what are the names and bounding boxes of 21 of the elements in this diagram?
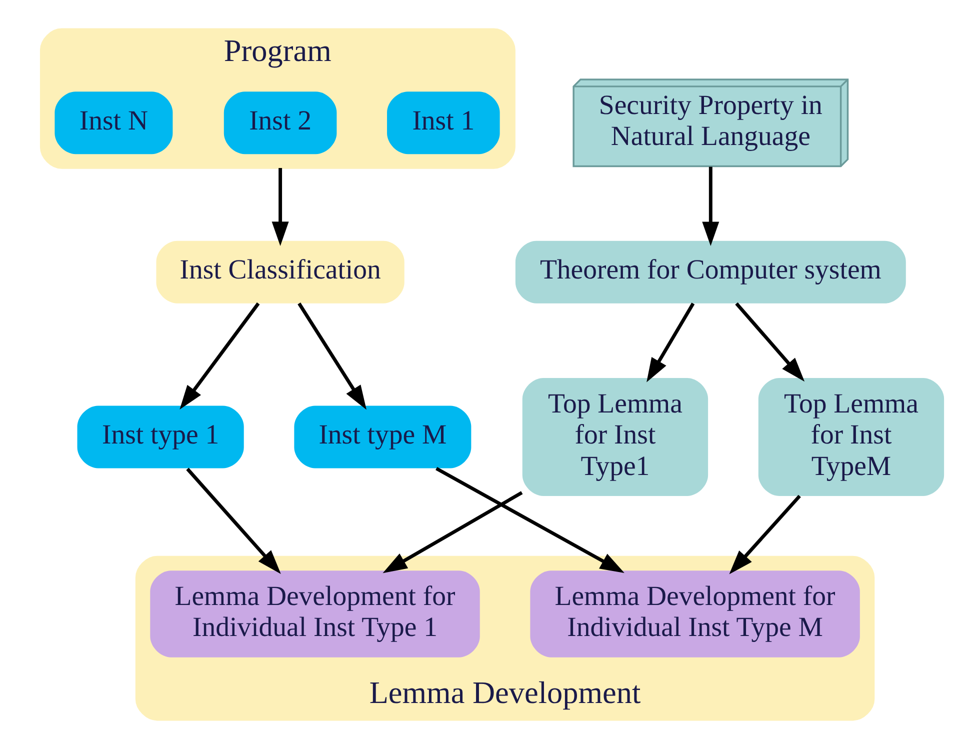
node-box: Inst 1: [386, 92, 500, 154]
node-box: Lemma Development for Individual Inst Type 1: [150, 570, 480, 658]
node-box: Inst 2: [223, 92, 336, 154]
node-box: Top Lemma for Inst Type1: [522, 378, 708, 496]
arrow: [297, 302, 366, 410]
node-box: Inst Classification: [156, 240, 404, 304]
node-box: Inst N: [54, 92, 172, 154]
node-box: Top Lemma for Inst TypeM: [758, 378, 944, 496]
arrow: [646, 302, 694, 382]
arrow: [728, 494, 800, 574]
node-box: Lemma Development for Individual Inst Type M: [530, 570, 860, 658]
arrow: [179, 302, 260, 410]
node-box: Theorem for Computer system: [514, 240, 906, 304]
arrow: [271, 168, 288, 246]
arrow: [186, 468, 280, 574]
arrow: [435, 467, 624, 574]
node-box: Inst type 1: [76, 406, 244, 468]
node-box: Inst type M: [294, 406, 471, 468]
arrow: [382, 491, 522, 574]
arrow: [734, 302, 804, 382]
arrow: [702, 166, 719, 246]
